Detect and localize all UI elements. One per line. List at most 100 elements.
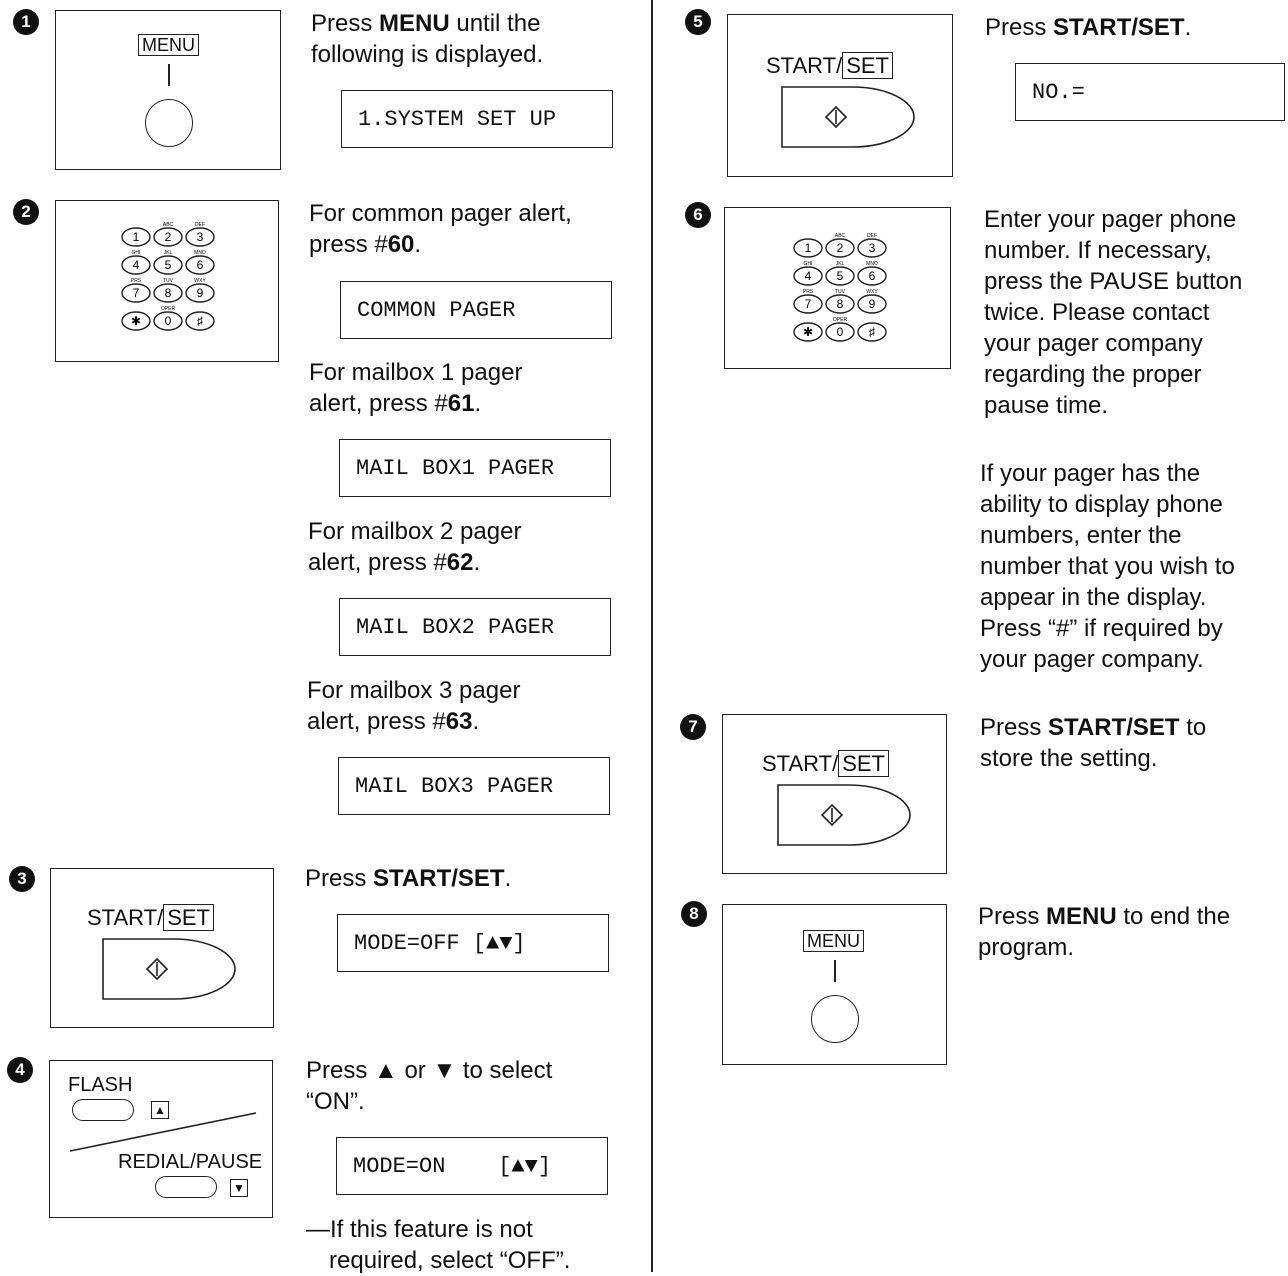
keypad-key-letters: TUV [835, 289, 846, 295]
keypad-key [185, 227, 215, 247]
start-diamond-icon [781, 86, 915, 148]
keypad-key-letters: WXY [866, 289, 878, 295]
keypad-key [793, 294, 823, 314]
lcd-display-number: NO.= [1015, 63, 1285, 121]
keypad-key [185, 311, 215, 331]
flash-button [72, 1099, 134, 1121]
menu-key-label: MENU [138, 34, 199, 56]
keypad-key-label: 6 [197, 258, 204, 272]
keypad-key [121, 227, 151, 247]
column-divider [651, 0, 653, 1272]
keypad-key-label: 3 [197, 230, 204, 244]
lcd-display-mailbox2-pager: MAIL BOX2 PAGER [339, 598, 611, 656]
keypad-key [185, 283, 215, 303]
keypad-key [825, 266, 855, 286]
menu-key-stem [834, 960, 836, 982]
menu-button-illustration-2: MENU [722, 904, 947, 1065]
keypad-key-letters: DEF [195, 222, 205, 228]
lcd-display-mailbox1-pager: MAIL BOX1 PAGER [339, 439, 611, 497]
keypad-key [825, 294, 855, 314]
lcd-display-common-pager: COMMON PAGER [340, 281, 612, 339]
keypad-key [793, 238, 823, 258]
menu-button-circle [811, 995, 859, 1043]
start-set-button-illustration-3: START/SET [722, 714, 947, 874]
keypad-key [153, 227, 183, 247]
keypad-key [857, 266, 887, 286]
keypad-key [825, 238, 855, 258]
keypad-key [857, 294, 887, 314]
menu-button-illustration: MENU [55, 10, 281, 170]
step-number-1: 1 [13, 9, 39, 35]
keypad-key-label: 3 [869, 241, 876, 255]
keypad-key [153, 283, 183, 303]
keypad-key [121, 311, 151, 331]
keypad-key-label: 2 [165, 230, 172, 244]
redial-pause-button [155, 1176, 217, 1198]
step-4-text: Press ▲ or ▼ to select “ON”. [306, 1057, 553, 1115]
keypad-key [793, 266, 823, 286]
start-diamond-icon [777, 784, 911, 846]
keypad-key-letters: PRS [131, 278, 142, 284]
keypad-key-label: 4 [805, 269, 812, 283]
step-number-4: 4 [7, 1057, 33, 1083]
step-number-7: 7 [680, 714, 706, 740]
lcd-display-mode-on: MODE=ON [▲▼] [336, 1137, 608, 1195]
lcd-display-mailbox3-pager: MAIL BOX3 PAGER [338, 757, 610, 815]
flash-key-label: FLASH [68, 1074, 133, 1096]
keypad-key-label: 8 [165, 286, 172, 300]
keypad-key-label: 7 [133, 286, 140, 300]
menu-key-stem [168, 64, 170, 86]
step-number-5: 5 [685, 9, 711, 35]
keypad-key-label: ♯ [869, 325, 875, 339]
keypad-key-letters: MNO [194, 250, 206, 256]
keypad-key-label: 7 [805, 297, 812, 311]
keypad-key-letters: TUV [163, 278, 174, 284]
start-set-button-illustration: START/SET [50, 868, 274, 1028]
step-3-text: Press START/SET. [305, 865, 512, 892]
keypad-key-letters: GHI [804, 261, 813, 267]
start-set-button-illustration-2: START/SET [727, 14, 953, 177]
keypad-key-label: 0 [165, 314, 172, 328]
keypad-key [153, 255, 183, 275]
keypad-key-label: 6 [869, 269, 876, 283]
start-set-key-label: START/SET [87, 904, 214, 931]
keypad-key-label: 5 [165, 258, 172, 272]
step-number-6: 6 [685, 202, 711, 228]
step-number-8: 8 [681, 901, 707, 927]
keypad-key [121, 255, 151, 275]
step-2-mailbox3-text: For mailbox 3 pager alert, press #63. [307, 677, 521, 735]
keypad-key-label: 4 [133, 258, 140, 272]
keypad-key-letters: GHI [132, 250, 141, 256]
keypad-key-label: 5 [837, 269, 844, 283]
step-2-mailbox2-text: For mailbox 2 pager alert, press #62. [308, 518, 522, 576]
redial-pause-key-label: REDIAL/PAUSE [118, 1151, 263, 1173]
lcd-display-system-setup: 1.SYSTEM SET UP [341, 90, 613, 148]
keypad-key-letters: ABC [163, 222, 174, 228]
up-arrow-icon: ▲ [151, 1101, 169, 1119]
step-1-text: Press MENU until the following is displa… [311, 10, 544, 68]
keypad-key-letters: PRS [803, 289, 814, 295]
keypad-key-letters: DEF [867, 233, 877, 239]
keypad-key-letters: MNO [866, 261, 878, 267]
start-set-key-label: START/SET [766, 52, 893, 79]
keypad-key-letters: OPER [833, 317, 848, 323]
step-5-text: Press START/SET. [985, 14, 1192, 41]
keypad-key [185, 255, 215, 275]
keypad-key-letters: ABC [835, 233, 846, 239]
start-set-key-label: START/SET [762, 750, 889, 777]
step-2-common-text: For common pager alert, press #60. [309, 200, 572, 258]
down-arrow-icon: ▼ [230, 1179, 248, 1197]
keypad-key-label: 1 [133, 230, 140, 244]
menu-button-circle [145, 99, 193, 147]
keypad-key-label: 9 [869, 297, 876, 311]
menu-key-label: MENU [803, 930, 864, 952]
keypad-key-label: 2 [837, 241, 844, 255]
keypad-key [857, 238, 887, 258]
keypad-key [121, 283, 151, 303]
flash-redial-button-illustration: FLASH ▲ REDIAL/PAUSE ▼ [49, 1060, 273, 1218]
keypad-key-letters: OPER [161, 306, 176, 312]
